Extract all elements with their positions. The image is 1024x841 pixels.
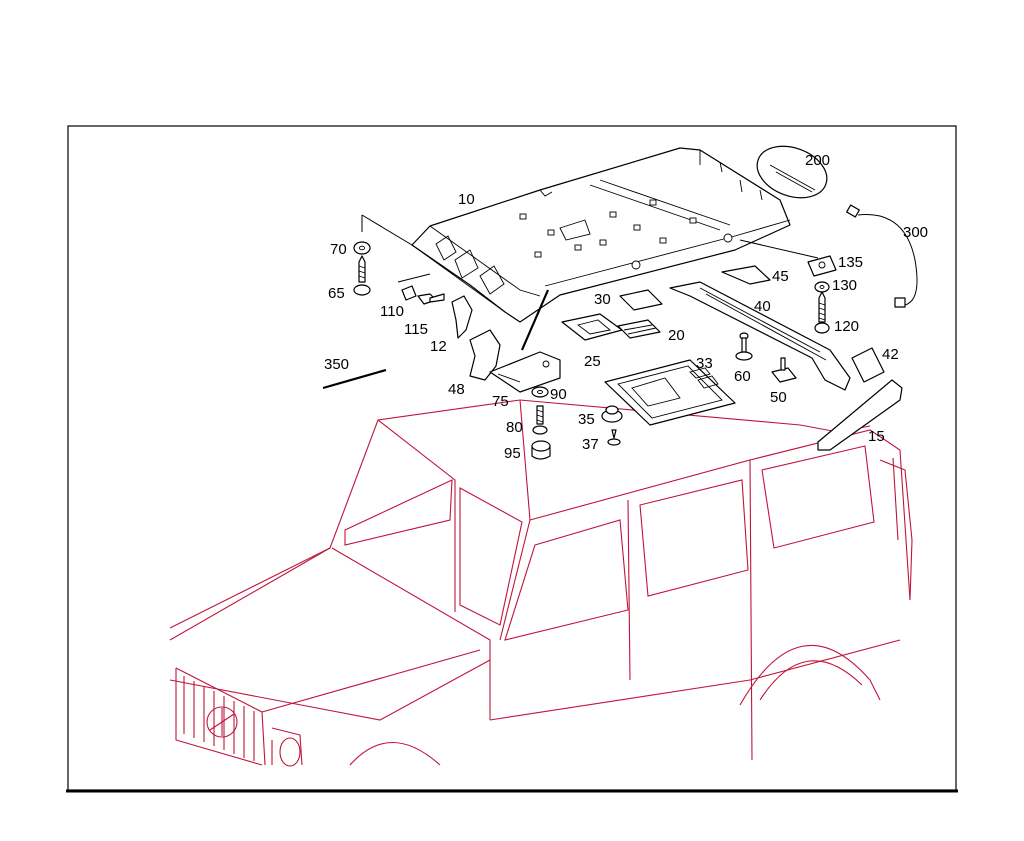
part-50-clip (771, 357, 797, 383)
label-45: 45 (772, 268, 789, 285)
label-110: 110 (380, 303, 404, 320)
part-70-washer (353, 241, 371, 255)
part-10-roof-liner (411, 147, 791, 323)
label-300: 300 (903, 224, 928, 241)
part-37-pin (607, 429, 621, 446)
part-30-pad (619, 289, 663, 311)
part-75-plate (489, 351, 561, 393)
label-200: 200 (805, 152, 830, 169)
part-15-strip (817, 379, 903, 451)
part-45-trim (721, 265, 771, 285)
label-48: 48 (448, 381, 465, 398)
part-300-cable (846, 204, 918, 308)
part-40-rail (669, 281, 851, 391)
label-15: 15 (868, 428, 885, 445)
label-12: 12 (430, 338, 447, 355)
label-60: 60 (734, 368, 751, 385)
label-115: 115 (404, 321, 428, 338)
label-35: 35 (578, 411, 595, 428)
part-25-housing (561, 313, 623, 341)
leader-75 (520, 289, 550, 351)
part-33-tray (604, 359, 736, 426)
part-130-washer (814, 281, 830, 293)
callout-labels: 10 200 300 135 130 120 45 40 42 15 30 20… (324, 152, 928, 462)
part-110-plug (397, 273, 431, 301)
label-10: 10 (458, 191, 475, 208)
label-120: 120 (834, 318, 859, 335)
part-35-knob (601, 405, 623, 423)
part-12-bracket (451, 295, 473, 339)
label-37: 37 (582, 436, 599, 453)
label-42: 42 (882, 346, 899, 363)
part-90-washer (531, 386, 549, 398)
label-30: 30 (594, 291, 611, 308)
label-95: 95 (504, 445, 521, 462)
leader-10 (361, 214, 413, 246)
vehicle-outline (169, 399, 913, 767)
part-80-screw (532, 405, 548, 435)
part-115-screw (417, 293, 445, 305)
part-200-lens (756, 145, 828, 199)
label-65: 65 (328, 285, 345, 302)
label-50: 50 (770, 389, 787, 406)
label-135: 135 (838, 254, 863, 271)
label-90: 90 (550, 386, 567, 403)
label-33: 33 (696, 355, 713, 372)
label-350: 350 (324, 356, 349, 373)
leader-135 (739, 239, 819, 259)
part-20-pad (617, 319, 661, 339)
label-25: 25 (584, 353, 601, 370)
part-60-screw (735, 332, 753, 361)
label-75: 75 (492, 393, 509, 410)
label-20: 20 (668, 327, 685, 344)
part-120-screw (814, 291, 830, 334)
part-42-cover (851, 347, 885, 383)
label-40: 40 (754, 298, 771, 315)
part-95-cap (531, 440, 551, 460)
leader-350-bar (322, 368, 387, 390)
label-130: 130 (832, 277, 857, 294)
part-135-clip (807, 255, 837, 277)
label-80: 80 (506, 419, 523, 436)
part-65-screw (353, 255, 371, 296)
label-70: 70 (330, 241, 347, 258)
